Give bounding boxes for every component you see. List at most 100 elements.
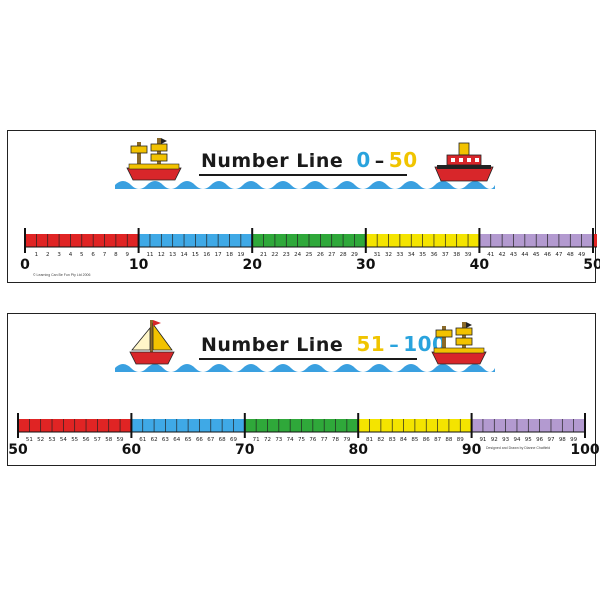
minor-label-36: 36: [430, 252, 437, 258]
minor-label-11: 11: [146, 252, 153, 258]
minor-label-7: 7: [103, 252, 107, 258]
minor-label-72: 72: [264, 437, 271, 443]
minor-label-44: 44: [521, 252, 528, 258]
sailing-ship-icon: [129, 320, 175, 365]
minor-label-32: 32: [385, 252, 392, 258]
minor-label-21: 21: [260, 252, 267, 258]
minor-label-15: 15: [192, 252, 199, 258]
number-line-title: Number Line 51–100: [201, 332, 446, 356]
major-label-70: 70: [235, 442, 255, 458]
minor-label-26: 26: [317, 252, 324, 258]
minor-label-58: 58: [105, 437, 112, 443]
minor-label-87: 87: [434, 437, 441, 443]
minor-label-47: 47: [555, 252, 562, 258]
minor-label-67: 67: [207, 437, 214, 443]
minor-label-57: 57: [94, 437, 101, 443]
minor-label-37: 37: [442, 252, 449, 258]
minor-label-3: 3: [57, 252, 61, 258]
minor-label-73: 73: [275, 437, 282, 443]
minor-label-77: 77: [321, 437, 328, 443]
major-label-0: 0: [20, 257, 30, 273]
minor-label-51: 51: [26, 437, 33, 443]
minor-label-14: 14: [181, 252, 188, 258]
range-end: 50: [388, 148, 418, 172]
title-word: Number Line: [201, 334, 344, 356]
minor-label-35: 35: [419, 252, 426, 258]
minor-label-34: 34: [408, 252, 415, 258]
minor-label-9: 9: [125, 252, 129, 258]
minor-label-12: 12: [158, 252, 165, 258]
minor-label-93: 93: [502, 437, 509, 443]
minor-label-1: 1: [35, 252, 39, 258]
minor-label-81: 81: [366, 437, 373, 443]
number-line-title: Number Line 0–50: [201, 148, 418, 172]
title-word: Number Line: [201, 150, 344, 172]
range-start: 0: [356, 148, 371, 172]
minor-label-85: 85: [411, 437, 418, 443]
minor-label-33: 33: [396, 252, 403, 258]
minor-label-82: 82: [377, 437, 384, 443]
water-waves: [115, 181, 495, 189]
minor-label-83: 83: [389, 437, 396, 443]
minor-label-59: 59: [117, 437, 124, 443]
minor-label-43: 43: [510, 252, 517, 258]
minor-label-99: 99: [570, 437, 577, 443]
water-waves: [115, 364, 495, 372]
pirate-ship-icon: [126, 138, 182, 181]
minor-label-24: 24: [294, 252, 301, 258]
minor-label-38: 38: [453, 252, 460, 258]
minor-label-94: 94: [513, 437, 520, 443]
major-label-60: 60: [122, 442, 142, 458]
major-label-100: 100: [570, 442, 599, 458]
minor-label-13: 13: [169, 252, 176, 258]
minor-label-45: 45: [533, 252, 540, 258]
minor-label-68: 68: [219, 437, 226, 443]
minor-label-76: 76: [309, 437, 316, 443]
minor-label-88: 88: [445, 437, 452, 443]
major-label-50: 50: [583, 257, 600, 273]
minor-label-53: 53: [49, 437, 56, 443]
title-underline: [199, 174, 407, 176]
minor-label-22: 22: [271, 252, 278, 258]
tugboat-icon: [434, 142, 494, 182]
minor-label-98: 98: [559, 437, 566, 443]
range-start: 51: [356, 332, 386, 356]
range-dash: –: [389, 334, 400, 356]
minor-label-46: 46: [544, 252, 551, 258]
minor-label-23: 23: [283, 252, 290, 258]
minor-label-8: 8: [114, 252, 118, 258]
minor-label-62: 62: [151, 437, 158, 443]
copyright-credit: © Learning Can Be Fun Pty Ltd 2006: [33, 273, 91, 277]
minor-label-18: 18: [226, 252, 233, 258]
minor-label-79: 79: [343, 437, 350, 443]
range-dash: –: [374, 150, 385, 172]
minor-label-64: 64: [173, 437, 180, 443]
major-label-80: 80: [348, 442, 368, 458]
minor-label-96: 96: [536, 437, 543, 443]
major-label-30: 30: [356, 257, 376, 273]
minor-label-84: 84: [400, 437, 407, 443]
minor-label-95: 95: [525, 437, 532, 443]
minor-label-6: 6: [91, 252, 95, 258]
minor-label-86: 86: [423, 437, 430, 443]
minor-label-5: 5: [80, 252, 84, 258]
minor-label-4: 4: [69, 252, 73, 258]
pirate-ship-icon: [431, 322, 487, 365]
minor-label-52: 52: [37, 437, 44, 443]
minor-label-28: 28: [340, 252, 347, 258]
major-label-10: 10: [129, 257, 149, 273]
minor-label-17: 17: [215, 252, 222, 258]
minor-label-69: 69: [230, 437, 237, 443]
minor-label-2: 2: [46, 252, 50, 258]
minor-label-56: 56: [83, 437, 90, 443]
minor-label-31: 31: [374, 252, 381, 258]
minor-label-25: 25: [306, 252, 313, 258]
minor-label-39: 39: [465, 252, 472, 258]
minor-label-55: 55: [71, 437, 78, 443]
minor-label-63: 63: [162, 437, 169, 443]
major-label-40: 40: [470, 257, 490, 273]
minor-label-54: 54: [60, 437, 67, 443]
